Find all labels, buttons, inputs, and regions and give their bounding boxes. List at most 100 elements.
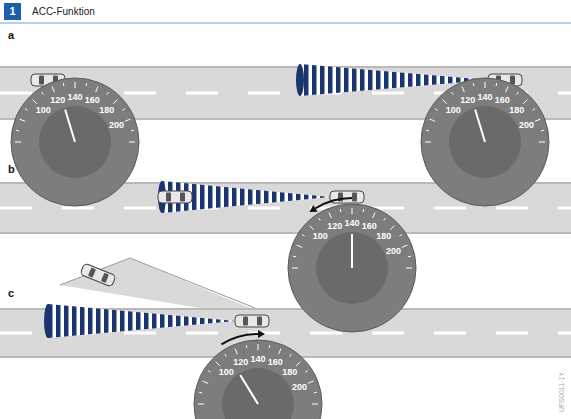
speedometer-hub — [316, 232, 388, 304]
scale-tick — [373, 213, 375, 219]
speed-needle — [351, 234, 353, 268]
speed-scale-number: 100 — [219, 368, 234, 377]
figure-title: ACC-Funktion — [32, 7, 95, 17]
speedometer — [194, 340, 322, 419]
scale-tick — [225, 354, 227, 356]
speedometer-hub — [449, 106, 521, 178]
speed-scale-number: 160 — [268, 358, 283, 367]
scale-tick — [122, 109, 124, 111]
speed-scale-number: 200 — [109, 120, 124, 129]
scale-tick — [539, 142, 545, 143]
scale-tick — [517, 92, 519, 94]
speed-scale-number: 100 — [36, 106, 51, 115]
scale-tick — [125, 119, 131, 121]
scale-tick — [63, 83, 65, 86]
scale-tick — [425, 142, 431, 143]
speed-scale-number: 140 — [477, 93, 492, 102]
scale-tick — [129, 142, 135, 143]
scale-tick — [198, 404, 204, 405]
speedometer — [11, 78, 139, 206]
scale-tick — [293, 256, 296, 258]
scale-tick — [235, 349, 237, 355]
scale-tick — [340, 209, 342, 212]
scale-tick — [246, 345, 248, 348]
scale-tick — [462, 87, 464, 93]
scale-tick — [131, 130, 134, 132]
speed-scale-number: 100 — [313, 232, 328, 241]
scale-tick — [443, 100, 447, 104]
speed-scale-number: 180 — [509, 106, 524, 115]
scale-tick — [314, 392, 317, 394]
scale-tick — [199, 392, 202, 394]
scale-tick — [203, 381, 209, 383]
scale-tick — [297, 245, 303, 247]
panel-letter: b — [8, 164, 15, 175]
scale-tick — [329, 213, 331, 219]
watermark: UFS0011-1Y — [558, 372, 565, 412]
arrow-head — [258, 330, 265, 338]
scale-tick — [390, 226, 394, 230]
scale-tick — [523, 100, 527, 104]
scale-tick — [310, 226, 314, 230]
speed-scale-number: 180 — [376, 232, 391, 241]
scale-tick — [408, 256, 411, 258]
speedometer-hub — [39, 106, 111, 178]
scale-tick — [506, 87, 508, 93]
speed-needle — [475, 109, 485, 142]
scale-tick — [541, 130, 544, 132]
speed-needle — [65, 109, 75, 142]
scale-tick — [269, 345, 271, 348]
speedometer — [421, 78, 549, 206]
speed-scale-number: 120 — [50, 96, 65, 105]
speed-scale-number: 200 — [386, 246, 401, 255]
scale-tick — [15, 142, 21, 143]
scale-tick — [52, 87, 54, 93]
scale-tick — [363, 209, 365, 212]
scale-tick — [33, 100, 37, 104]
speed-scale-number: 180 — [282, 368, 297, 377]
speedometer — [288, 204, 416, 332]
scale-tick — [86, 83, 88, 86]
speed-change-arrow — [221, 334, 258, 344]
scale-tick — [402, 245, 408, 247]
scale-tick — [452, 92, 454, 94]
speed-change-arrow — [315, 198, 352, 208]
speed-scale-number: 200 — [292, 382, 307, 391]
scale-tick — [107, 92, 109, 94]
scale-tick — [302, 235, 304, 237]
speed-scale-number: 120 — [327, 222, 342, 231]
scale-tick — [290, 354, 292, 356]
scale-tick — [20, 119, 26, 121]
figure-number: 1 — [4, 3, 21, 20]
speed-scale-number: 140 — [67, 93, 82, 102]
scale-tick — [319, 218, 321, 220]
scale-tick — [42, 92, 44, 94]
scale-tick — [535, 119, 541, 121]
scale-tick — [96, 87, 98, 93]
panel-letter: a — [8, 30, 14, 41]
scale-tick — [296, 362, 300, 366]
scale-tick — [430, 119, 436, 121]
scale-tick — [496, 83, 498, 86]
speed-scale-number: 160 — [495, 96, 510, 105]
scale-tick — [16, 130, 19, 132]
scale-tick — [485, 82, 486, 88]
scale-tick — [384, 218, 386, 220]
scale-tick — [473, 83, 475, 86]
speed-scale-number: 100 — [446, 106, 461, 115]
speed-scale-number: 160 — [362, 222, 377, 231]
scale-tick — [532, 109, 534, 111]
scale-tick — [216, 362, 220, 366]
scale-tick — [208, 371, 210, 373]
speed-scale-number: 120 — [460, 96, 475, 105]
scale-tick — [279, 349, 281, 355]
scale-tick — [308, 381, 314, 383]
arrow-head — [309, 205, 317, 212]
speed-needle — [240, 375, 258, 404]
scale-tick — [426, 130, 429, 132]
speed-scale-number: 140 — [344, 219, 359, 228]
speed-scale-number: 180 — [99, 106, 114, 115]
scale-tick — [25, 109, 27, 111]
